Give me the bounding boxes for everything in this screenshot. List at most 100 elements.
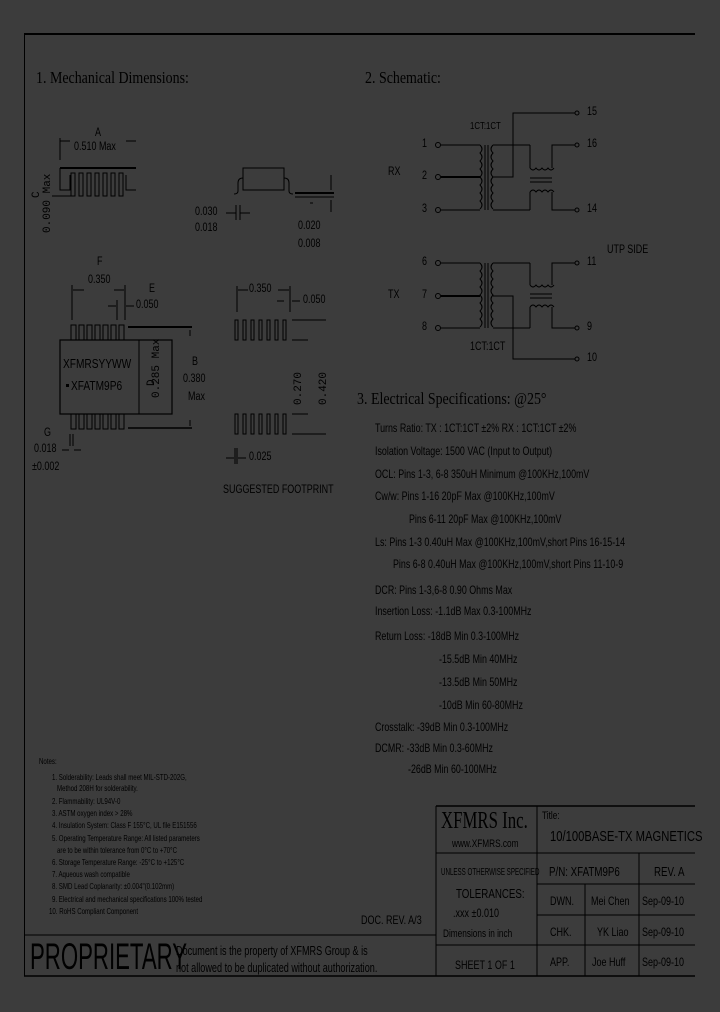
pin-label: 9 [587, 321, 592, 333]
pin-label: 11 [587, 256, 597, 268]
footprint-caption: SUGGESTED FOOTPRINT [223, 484, 334, 496]
proprietary-notice-line-1: Document is the property of XFMRS Group … [176, 943, 368, 958]
company-name: XFMRS Inc. [441, 808, 528, 834]
note-item: are to be within tolerance from 0°C to +… [57, 845, 178, 855]
note-item: 1. Solderability: Leads shall meet MIL-S… [52, 772, 187, 782]
section-schematic-title: 2. Schematic: [365, 68, 441, 87]
marking-line-1: XFMRSYYWW [63, 356, 132, 371]
spec-line: Pins 6-11 20pF Max @100KHz,100mV [409, 512, 562, 526]
pin-label: 7 [422, 289, 427, 301]
footprint-outer-span: 0.420 [318, 371, 330, 405]
dim-b-suffix: Max [188, 391, 205, 403]
spec-line: Ls: Pins 1-3 0.40uH Max @100KHz,100mV,sh… [375, 535, 626, 549]
dim-f-value: 0.350 [88, 274, 111, 286]
part-number: P/N: XFATM9P6 [549, 864, 620, 879]
pin-label: 10 [587, 352, 597, 364]
drawing-title: 10/100BASE-TX MAGNETICS [550, 828, 703, 845]
pin-label: 6 [422, 256, 427, 268]
spec-line: Crosstalk: -39dB Min 0.3-100MHz [375, 720, 509, 734]
dwn-role: DWN. [550, 894, 574, 908]
note-item: 9. Electrical and mechanical specificati… [52, 894, 203, 904]
pin-label: 1 [422, 138, 427, 150]
tolerances-label: TOLERANCES: [456, 886, 525, 901]
dim-f-label: F [97, 256, 103, 268]
spec-line: DCMR: -33dB Min 0.3-60MHz [375, 741, 493, 755]
note-item: 4. Insulation System: Class F 155°C, UL … [52, 820, 197, 830]
note-item: 8. SMD Lead Coplanarity: ±0.004"(0.102mm… [52, 881, 175, 891]
spec-line: -26dB Min 60-100MHz [408, 762, 497, 776]
lead-pitch-top: 0.030 [195, 206, 218, 218]
dim-a-label: A [95, 127, 101, 139]
schematic-ratio-top: 1CT:1CT [470, 121, 501, 132]
spec-line: Isolation Voltage: 1500 VAC (Input to Ou… [375, 444, 553, 458]
title-label: Title: [542, 810, 560, 822]
chk-role: CHK. [550, 925, 572, 939]
app-name: Joe Huff [592, 955, 626, 969]
section-mechanical-title: 1. Mechanical Dimensions: [36, 68, 189, 87]
pin-label: 15 [587, 106, 597, 118]
drawing-frame-top [24, 33, 695, 35]
note-item: 7. Aqueous wash compatible [52, 869, 130, 879]
note-item: 3. ASTM oxygen index > 28% [52, 808, 133, 818]
footprint-pad-width: 0.050 [303, 294, 326, 306]
dim-e-value: 0.050 [136, 299, 159, 311]
section-electrical-title: 3. Electrical Specifications: @25° [357, 389, 547, 408]
chk-date: Sep-09-10 [642, 925, 685, 939]
spec-line: OCL: Pins 1-3, 6-8 350uH Minimum @100KHz… [375, 467, 590, 481]
proprietary-notice-line-2: not allowed to be duplicated without aut… [176, 960, 378, 975]
footprint-pad-size: 0.025 [249, 451, 272, 463]
spec-line: -13.5dB Min 50MHz [439, 675, 518, 689]
dim-b-value: 0.380 [183, 373, 206, 385]
spec-line: Insertion Loss: -1.1dB Max 0.3-100MHz [375, 604, 532, 618]
revision: REV. A [654, 864, 685, 879]
dim-c-value: 0.090 Max [42, 173, 54, 233]
schematic-ratio-bottom: 1CT:1CT [470, 341, 506, 353]
app-role: APP. [550, 955, 570, 969]
pin-label: 2 [422, 170, 427, 182]
dim-g-value: 0.018 [34, 443, 57, 455]
pin-label: 8 [422, 321, 427, 333]
lead-pitch-bottom: 0.018 [195, 222, 218, 234]
dim-e-label: E [149, 283, 155, 295]
spec-line: Turns Ratio: TX : 1CT:1CT ±2% RX : 1CT:1… [375, 421, 577, 435]
pin-label: 16 [587, 138, 597, 150]
spec-line: -10dB Min 60-80MHz [439, 698, 523, 712]
drawing-frame-left [24, 33, 25, 976]
spec-line: DCR: Pins 1-3,6-8 0.90 Ohms Max [375, 583, 513, 597]
proprietary-stamp: PROPRIETARY [30, 936, 188, 977]
lead-thickness-bottom: 0.008 [298, 238, 321, 250]
dimensions-unit: Dimensions in inch [443, 928, 513, 940]
tolerance-value: .xxx ±0.010 [453, 906, 499, 920]
pin-label: 3 [422, 203, 427, 215]
dwn-date: Sep-09-10 [642, 894, 685, 908]
dim-a-value: 0.510 Max [74, 141, 116, 153]
dim-g-label: G [44, 427, 51, 439]
dim-b-label: B [192, 356, 198, 368]
footprint-inner-span: 0.270 [293, 371, 305, 405]
note-item: 10. RoHS Compliant Component [49, 906, 139, 916]
doc-revision: DOC. REV. A/3 [361, 913, 422, 927]
sheet-number: SHEET 1 OF 1 [455, 958, 515, 972]
note-item: 2. Flammability: UL94V-0 [52, 796, 121, 806]
dwn-name: Mei Chen [591, 894, 630, 908]
notes-title: Notes: [39, 756, 57, 766]
footprint-pitch: 0.350 [249, 283, 272, 295]
pin1-dot-icon [66, 384, 69, 387]
dim-g-tolerance: ±0.002 [32, 461, 60, 473]
spec-line: Cw/w: Pins 1-16 20pF Max @100KHz,100mV [375, 489, 555, 503]
marking-line-2: XFATM9P6 [71, 378, 123, 393]
spec-line: Return Loss: -18dB Min 0.3-100MHz [375, 629, 520, 643]
note-item: 6. Storage Temperature Range: -25°C to +… [52, 857, 185, 867]
company-website: www.XFMRS.com [452, 838, 519, 850]
spec-line: -15.5dB Min 40MHz [439, 652, 518, 666]
schematic-rx-label: RX [388, 166, 401, 178]
dim-d-value: 0.285 Max [151, 338, 163, 398]
unless-specified: UNLESS OTHERWISE SPECIFIED [441, 867, 540, 878]
chk-name: YK Liao [597, 925, 629, 939]
lead-thickness-top: 0.020 [298, 220, 321, 232]
note-item: 5. Operating Temperature Range: All list… [52, 833, 200, 843]
spec-line: Pins 6-8 0.40uH Max @100KHz,100mV,short … [393, 557, 624, 571]
schematic-utp-side-label: UTP SIDE [607, 244, 649, 256]
schematic-tx-label: TX [388, 289, 400, 301]
